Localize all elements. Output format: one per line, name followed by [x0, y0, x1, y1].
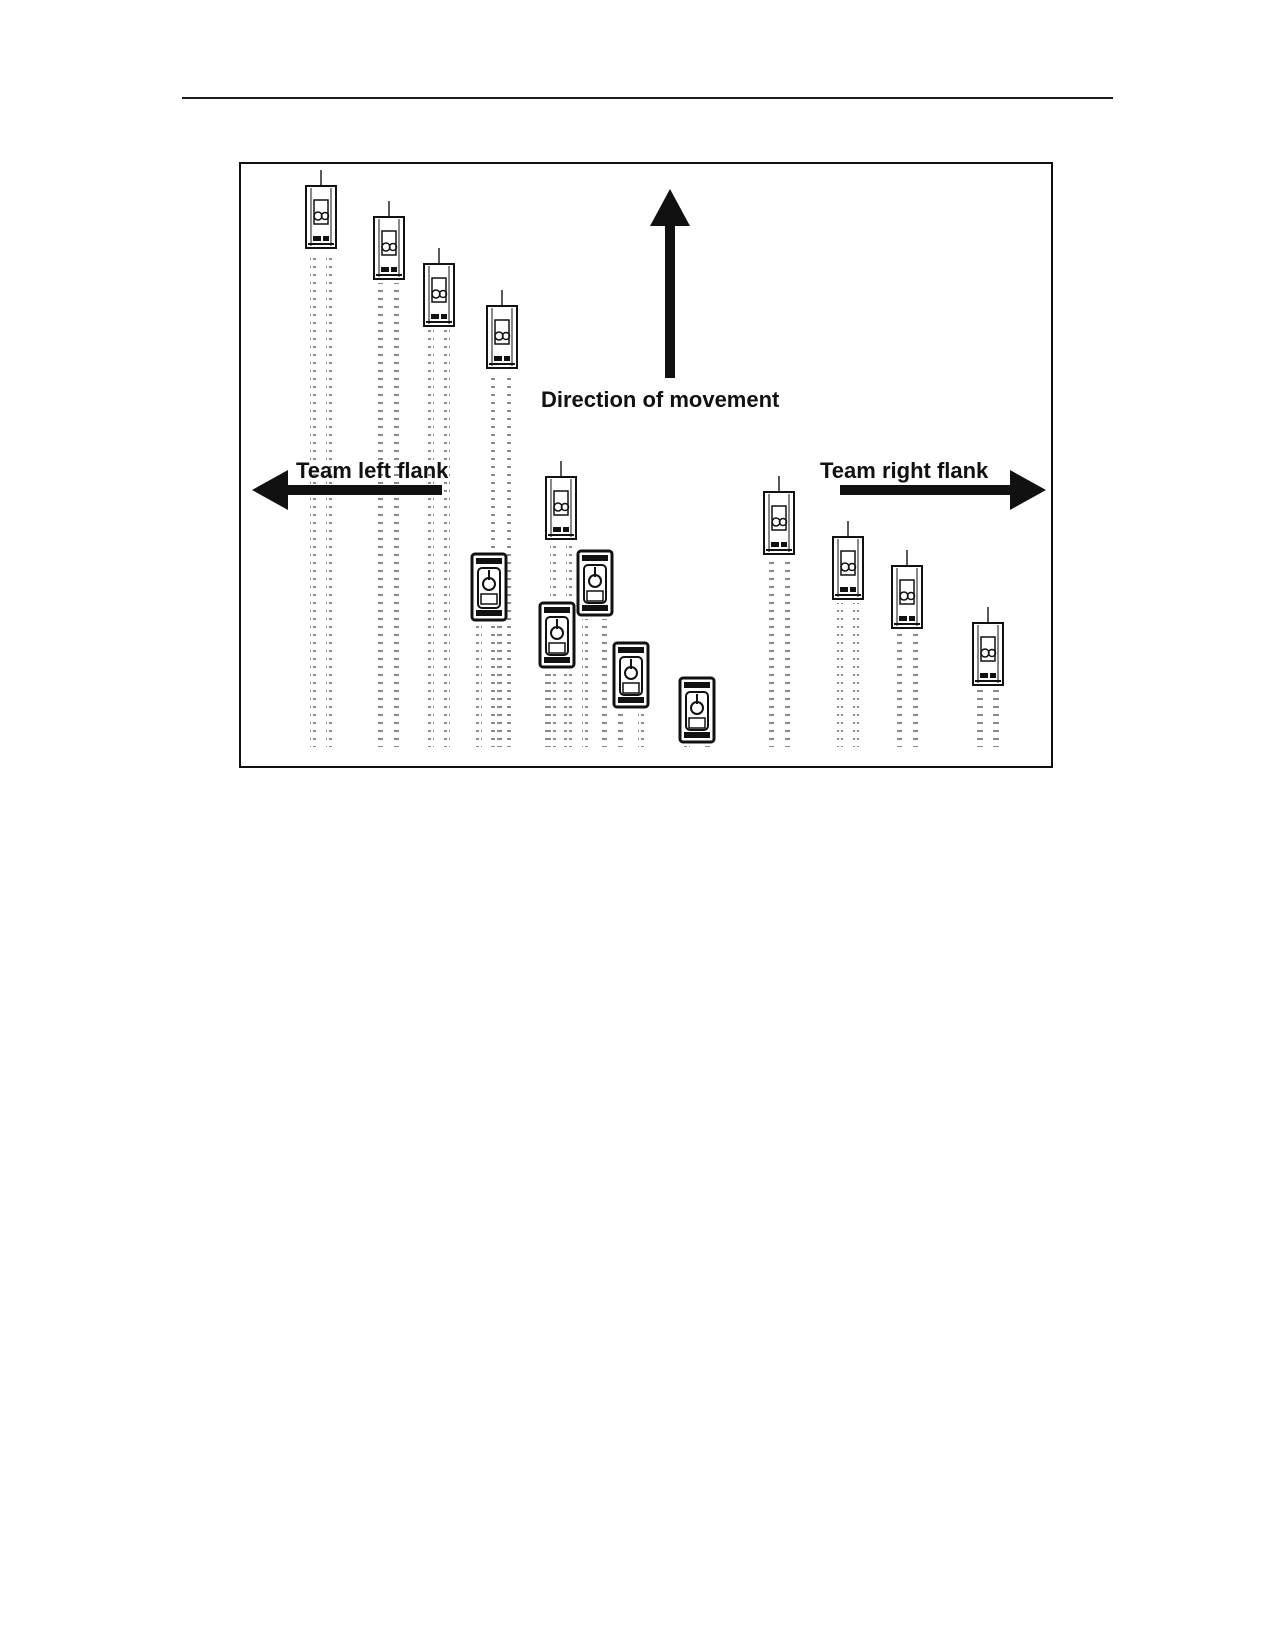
track-mark	[837, 603, 843, 747]
track-mark	[564, 671, 570, 747]
tank-icon	[832, 521, 864, 600]
track-mark	[977, 689, 983, 747]
track-mark	[993, 689, 999, 747]
track-mark	[582, 619, 588, 747]
track-mark	[704, 746, 710, 747]
left-flank-arrow	[252, 470, 442, 510]
right-flank-label: Team right flank	[820, 458, 989, 483]
tank-icon	[545, 461, 577, 540]
fighting-vehicle-icon	[538, 601, 576, 669]
left-flank-label: Team left flank	[296, 458, 449, 483]
tank-icon	[486, 290, 518, 369]
track-mark	[378, 283, 384, 747]
track-marks	[310, 252, 999, 747]
tank-icon	[305, 170, 337, 249]
direction-of-movement-arrow	[650, 189, 690, 378]
tank-icon	[373, 201, 405, 280]
header-rule	[182, 97, 1113, 99]
direction-of-movement-label: Direction of movement	[541, 387, 780, 412]
fighting-vehicle-icon	[612, 641, 650, 709]
tank-icon	[763, 476, 795, 555]
track-mark	[444, 330, 450, 747]
fighting-vehicle-icon	[576, 549, 614, 617]
track-mark	[496, 624, 502, 747]
track-mark	[394, 283, 400, 747]
track-mark	[618, 711, 624, 747]
tank-icon	[891, 550, 923, 629]
track-mark	[326, 252, 332, 747]
track-mark	[853, 603, 859, 747]
fighting-vehicle-icon	[678, 676, 716, 744]
track-mark	[912, 632, 918, 747]
track-mark	[476, 624, 482, 747]
track-mark	[784, 558, 790, 747]
track-mark	[428, 330, 434, 747]
track-mark	[684, 746, 690, 747]
track-mark	[896, 632, 902, 747]
track-mark	[638, 711, 644, 747]
track-mark	[544, 671, 550, 747]
right-flank-arrow	[840, 470, 1046, 510]
tank-icon	[423, 248, 455, 327]
tank-icon	[972, 607, 1004, 686]
track-mark	[602, 619, 608, 747]
track-mark	[310, 252, 316, 747]
track-mark	[507, 372, 513, 747]
track-mark	[768, 558, 774, 747]
vehicles	[305, 170, 1004, 744]
fighting-vehicle-icon	[470, 552, 508, 622]
